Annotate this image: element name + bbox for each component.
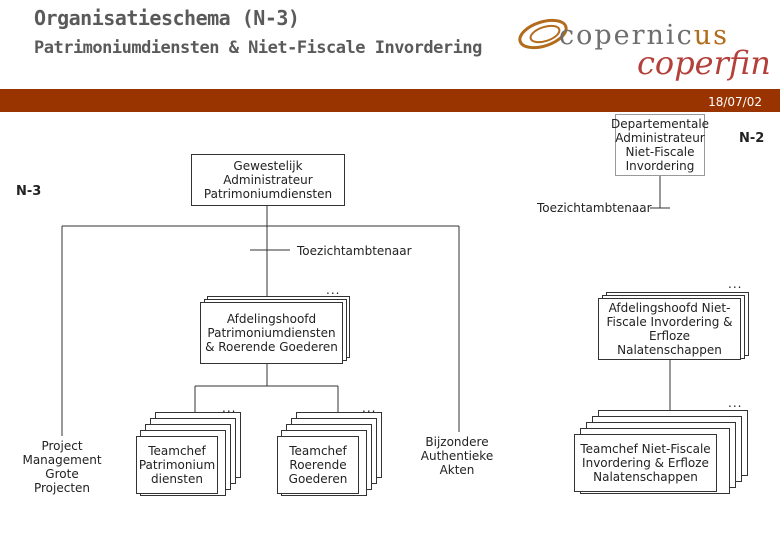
copernicus-logo: copernicus coperfin [515,8,775,84]
toezicht-label-top: Toezichtambtenaar [537,201,652,215]
logo-wordmark: copernicus [559,20,729,51]
level-n2-label: N-2 [739,131,765,146]
more-indicator: ... [362,401,377,415]
box-afdelingshoofd-patrimonium: Afdelingshoofd Patrimoniumdiensten & Roe… [200,302,343,364]
logo-subbrand: coperfin [637,44,771,82]
more-indicator: ... [222,401,237,415]
page-subtitle: Patrimoniumdiensten & Niet-Fiscale Invor… [34,38,482,58]
logo-wordmark-main: copernic [559,20,694,51]
level-n3-label: N-3 [16,184,42,199]
date-label: 18/07/02 [708,95,762,109]
more-indicator: ... [728,277,743,291]
toezicht-label-mid: Toezichtambtenaar [297,244,412,258]
more-indicator: ... [326,283,341,297]
box-bijzondere-akten: Bijzondere Authentieke Akten [418,432,496,480]
more-indicator: ... [728,396,743,410]
box-teamchef-roerende: Teamchef Roerende Goederen [277,436,359,494]
logo-wordmark-accent: us [693,20,729,51]
logo-swirl-icon [518,18,568,50]
header-band [0,89,780,112]
box-gewestelijk-administrateur: Gewestelijk Administrateur Patrimoniumdi… [191,154,345,206]
box-project-management: Project Management Grote Projecten [20,436,104,498]
box-teamchef-nietfiscale: Teamchef Niet-Fiscale Invordering & Erfl… [574,434,717,492]
page-title: Organisatieschema (N-3) [34,6,300,30]
box-teamchef-patrimonium: Teamchef Patrimonium diensten [136,436,218,494]
box-departementale-administrateur: Departementale Administrateur Niet-Fisca… [611,114,709,176]
box-afdelingshoofd-nietfiscale: Afdelingshoofd Niet-Fiscale Invordering … [598,298,741,360]
